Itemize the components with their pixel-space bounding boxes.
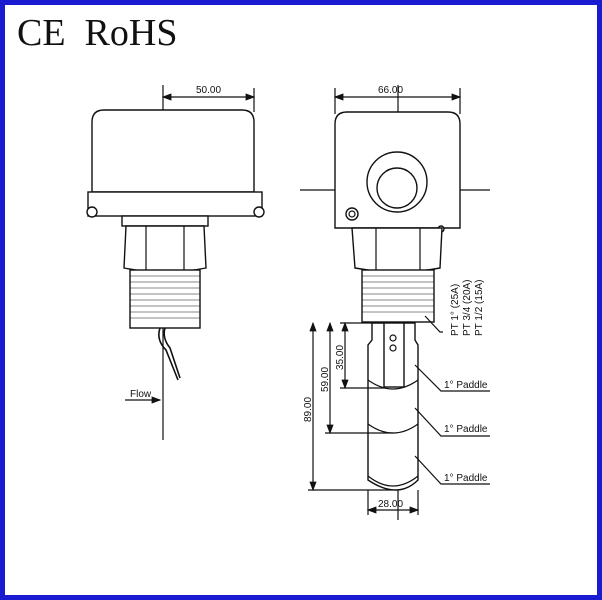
paddle-label-3: 1° Paddle bbox=[444, 473, 488, 484]
thread-spec-1: PT 1° (25A) bbox=[450, 284, 461, 336]
side-width-dim: 50.00 bbox=[196, 85, 221, 96]
dim-89: 89.00 bbox=[303, 397, 314, 422]
thread-spec-2: PT 3/4 (20A) bbox=[462, 279, 473, 336]
front-view: 66.00 35.00 59.00 89.00 28.00 PT 1° (25A… bbox=[300, 85, 490, 520]
dim-59: 59.00 bbox=[320, 367, 331, 392]
front-width-dim: 66.00 bbox=[378, 85, 403, 96]
thread-spec-3: PT 1/2 (15A) bbox=[474, 279, 485, 336]
flow-label: Flow bbox=[130, 389, 152, 400]
technical-drawing: 50.00 Flow 66.00 35.00 59.00 89.00 28.00… bbox=[86, 85, 490, 520]
paddle-label-1: 1° Paddle bbox=[444, 380, 488, 391]
side-view: 50.00 Flow bbox=[86, 85, 265, 440]
dim-paddle-width: 28.00 bbox=[378, 499, 403, 510]
certification-marks: CE RoHS bbox=[17, 12, 178, 54]
paddle-label-2: 1° Paddle bbox=[444, 424, 488, 435]
dim-35: 35.00 bbox=[335, 345, 346, 370]
